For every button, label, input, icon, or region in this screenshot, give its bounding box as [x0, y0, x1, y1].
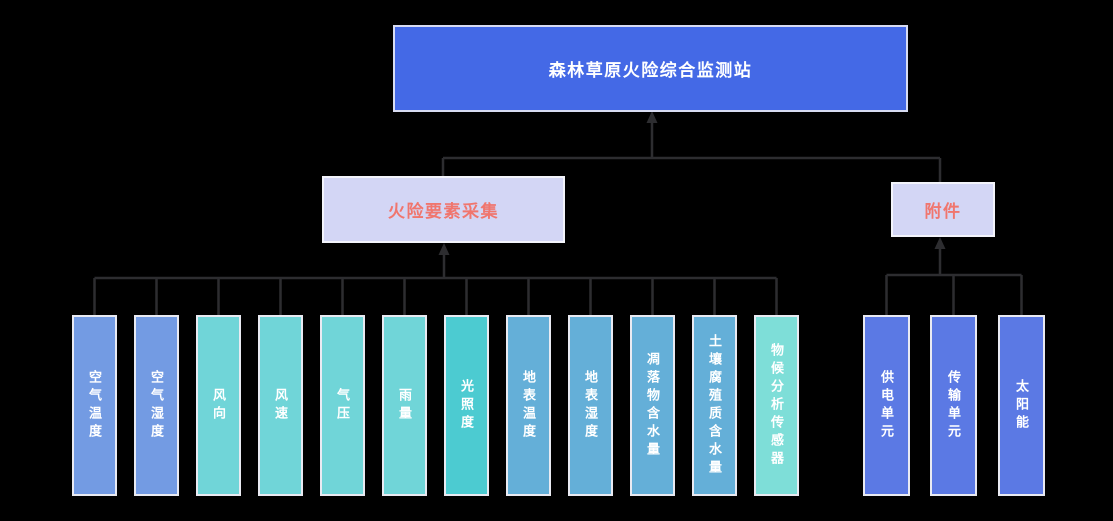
accessory-node-label: 供电单元	[879, 369, 894, 442]
sensor-node: 地表温度	[506, 315, 551, 496]
sensor-node-label: 雨量	[397, 387, 412, 424]
root-node: 森林草原火险综合监测站	[393, 25, 908, 112]
sensor-node: 地表湿度	[568, 315, 613, 496]
group-node-accessories-label: 附件	[924, 202, 962, 221]
sensor-node-label: 地表温度	[521, 369, 536, 442]
sensor-node-label: 凋落物含水量	[645, 351, 660, 460]
sensor-node-label: 风速	[273, 387, 288, 424]
sensor-node: 光照度	[444, 315, 489, 496]
sensor-node-label: 空气湿度	[149, 369, 164, 442]
arrowhead-up-icon	[934, 237, 946, 249]
sensor-node: 气压	[320, 315, 365, 496]
accessory-node-label: 传输单元	[946, 369, 961, 442]
accessory-node: 供电单元	[863, 315, 910, 496]
accessory-node: 太阳能	[998, 315, 1045, 496]
group-node-accessories: 附件	[891, 182, 995, 237]
accessory-node-label: 太阳能	[1014, 378, 1029, 433]
sensor-node-label: 风向	[211, 387, 226, 424]
arrowhead-up-icon	[646, 111, 658, 123]
accessory-node: 传输单元	[930, 315, 977, 496]
arrowhead-up-icon	[438, 243, 450, 255]
sensor-node: 凋落物含水量	[630, 315, 675, 496]
sensor-node-label: 土壤腐殖质含水量	[707, 333, 722, 478]
sensor-node: 空气湿度	[134, 315, 179, 496]
group-node-fire-elements: 火险要素采集	[322, 176, 565, 243]
sensor-node: 风向	[196, 315, 241, 496]
sensor-node: 空气温度	[72, 315, 117, 496]
sensor-node-label: 地表湿度	[583, 369, 598, 442]
sensor-node: 雨量	[382, 315, 427, 496]
sensor-node-label: 气压	[335, 387, 350, 424]
sensor-node: 土壤腐殖质含水量	[692, 315, 737, 496]
group-node-fire-elements-label: 火险要素采集	[388, 202, 499, 221]
sensor-node-label: 光照度	[459, 378, 474, 433]
root-node-label: 森林草原火险综合监测站	[548, 61, 753, 80]
sensor-node: 物候分析传感器	[754, 315, 799, 496]
sensor-node-label: 物候分析传感器	[769, 342, 784, 469]
sensor-node: 风速	[258, 315, 303, 496]
sensor-node-label: 空气温度	[87, 369, 102, 442]
